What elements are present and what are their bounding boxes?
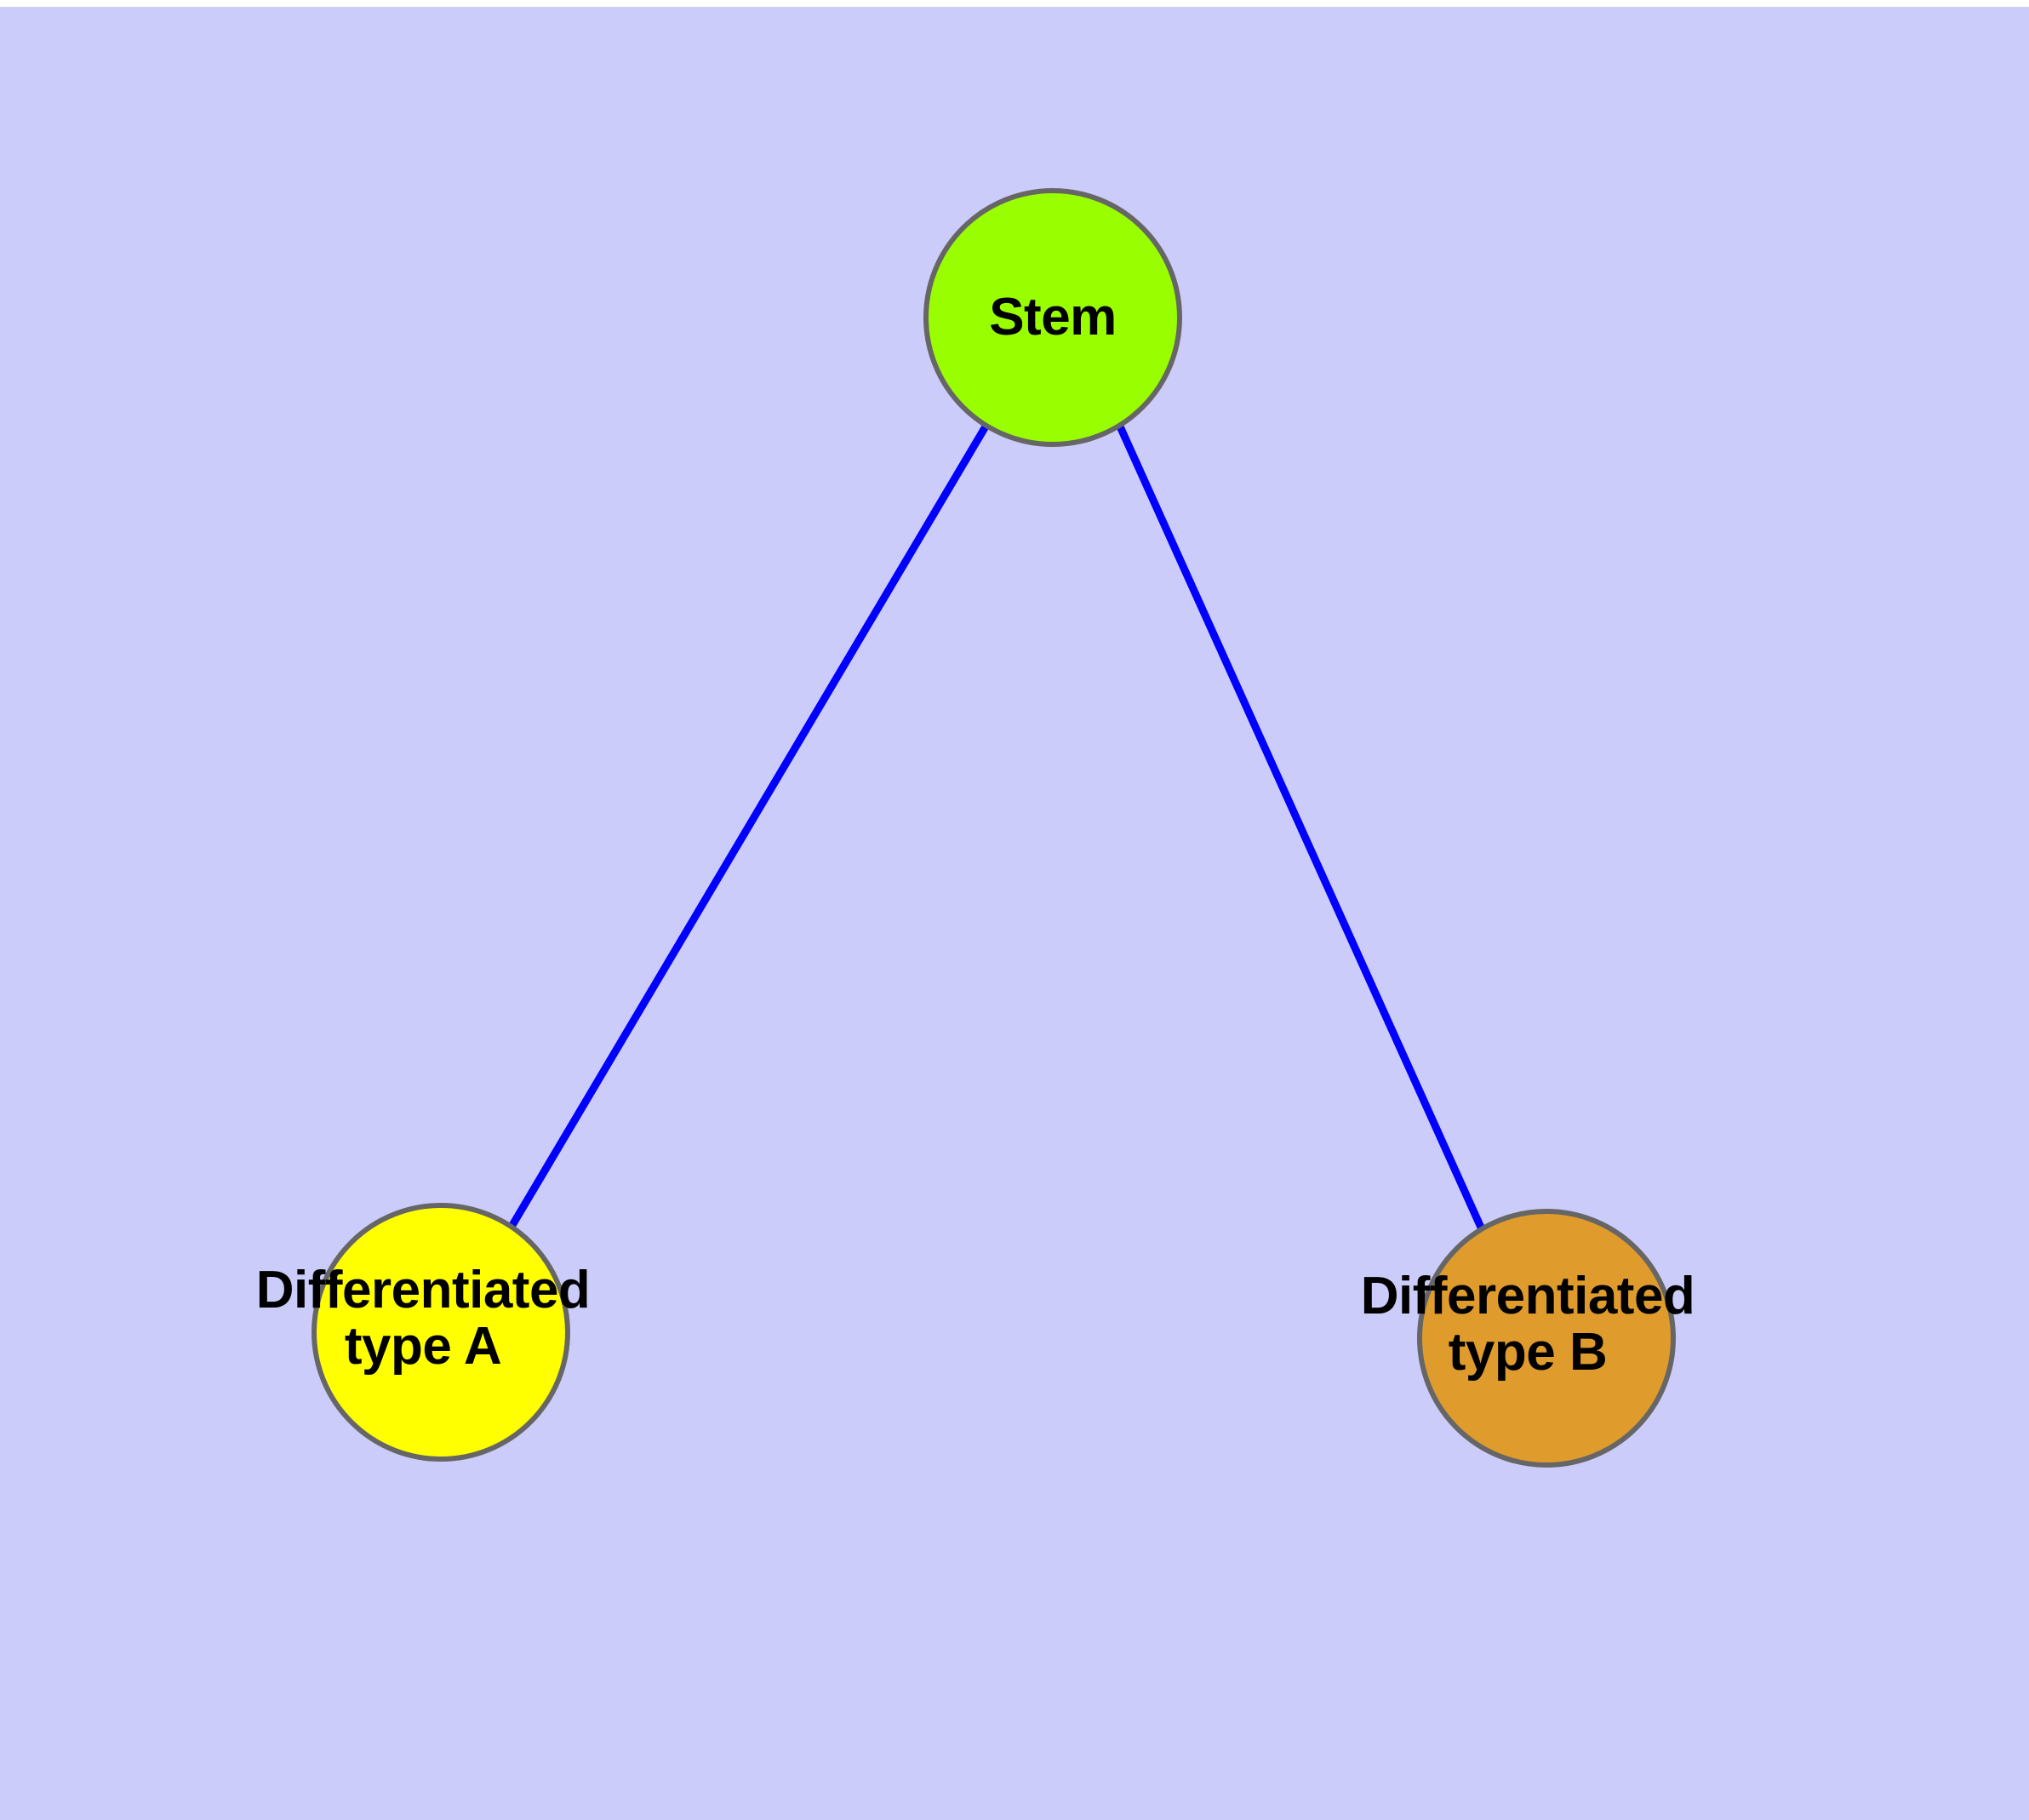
- edge-stem-to-diff-b[interactable]: [1116, 425, 1486, 1231]
- edge-layer: [508, 424, 1486, 1231]
- node-differentiated-type-b[interactable]: [1417, 1209, 1676, 1468]
- node-layer: [311, 188, 1676, 1468]
- node-differentiated-type-a[interactable]: [311, 1203, 570, 1462]
- node-stem[interactable]: [923, 188, 1182, 447]
- edge-stem-to-diff-a[interactable]: [508, 424, 989, 1229]
